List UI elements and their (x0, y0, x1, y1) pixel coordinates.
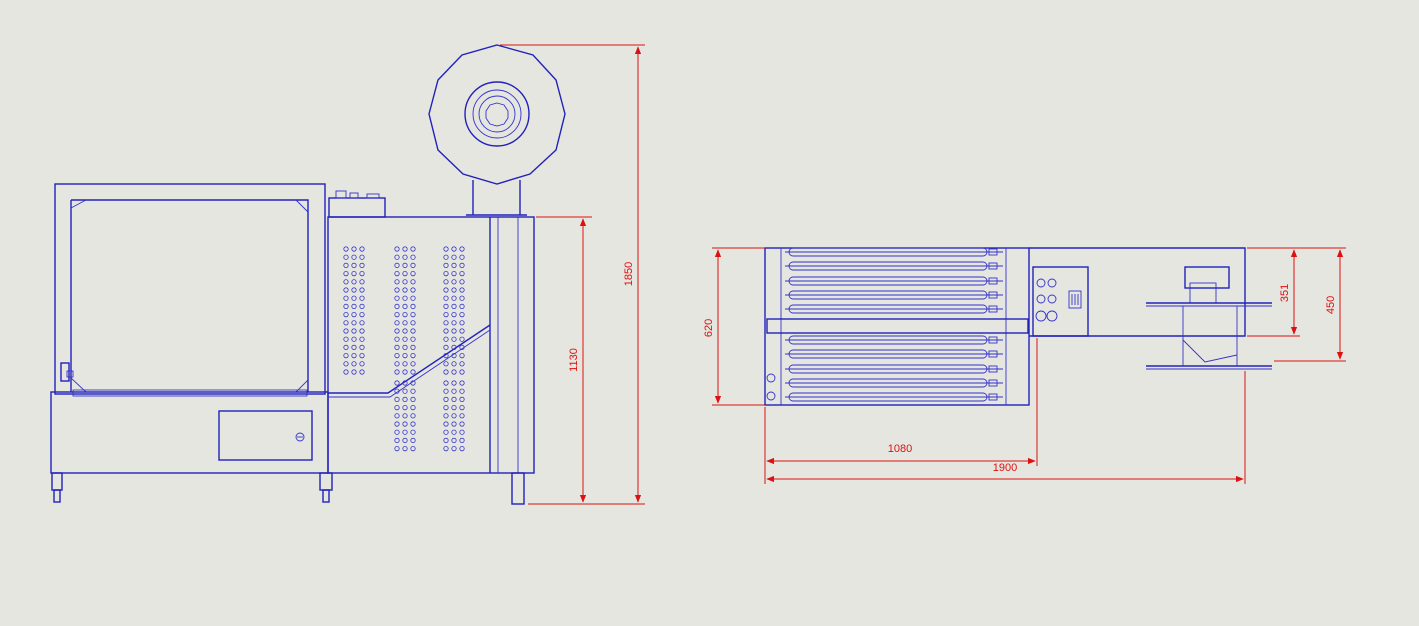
sealing-frame (54, 183, 326, 397)
dim-overall-length: 1900 (993, 462, 1017, 474)
side-view-dimensions: 1850 1130 (500, 44, 645, 505)
base-cabinet (50, 391, 333, 503)
control-panel (1032, 266, 1089, 337)
top-view-dimensions: 620 351 450 1080 1900 (703, 247, 1346, 484)
sealing-bar (766, 318, 1029, 334)
dim-length-1080: 1080 (888, 443, 912, 455)
ventilation-holes (343, 246, 465, 452)
dim-table-height: 1130 (568, 348, 580, 372)
side-view (50, 44, 566, 505)
top-knobs (328, 190, 386, 218)
machine-body (327, 216, 535, 505)
top-view (764, 247, 1272, 406)
dim-width-351: 351 (1279, 284, 1291, 302)
dim-overall-height: 1850 (623, 262, 635, 286)
dim-conveyor-width: 620 (703, 319, 715, 337)
conveyor-rollers (785, 247, 1003, 402)
extension-frame (1029, 247, 1246, 337)
film-holder (1146, 266, 1272, 370)
dim-width-450: 450 (1325, 296, 1337, 314)
film-reel (428, 44, 566, 216)
